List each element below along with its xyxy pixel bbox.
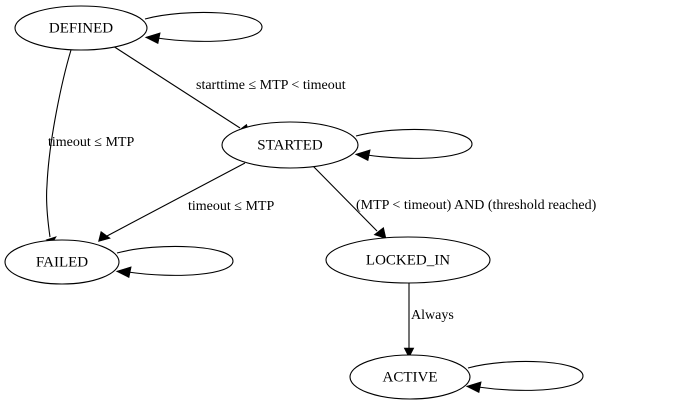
edge-defined-self-path (144, 11, 263, 42)
edge-label-started-failed: timeout ≤ MTP (188, 199, 274, 214)
node-defined[interactable]: DEFINED (14, 5, 148, 51)
edge-label-defined-failed: timeout ≤ MTP (48, 135, 134, 150)
edge-started-failed[interactable] (98, 162, 246, 242)
node-active-ellipse (349, 354, 471, 400)
edge-defined-self[interactable] (144, 11, 263, 45)
edge-lockedin-active-arrowhead (403, 347, 415, 359)
edge-active-self[interactable] (465, 360, 584, 394)
edge-started-failed-path (106, 162, 246, 237)
node-failed-label: FAILED (36, 254, 88, 270)
edge-defined-failed-path (46, 49, 72, 238)
edge-lockedin-active[interactable] (403, 283, 415, 359)
edge-active-self-path (467, 360, 584, 391)
node-failed-ellipse (4, 239, 120, 285)
edge-active-self-arrowhead (465, 381, 482, 394)
edge-started-lockedin-arrowhead (373, 226, 387, 239)
edge-started-lockedin[interactable] (311, 164, 387, 239)
node-started-label: STARTED (257, 137, 323, 153)
edge-defined-started-path (112, 45, 241, 129)
node-active[interactable]: ACTIVE (349, 354, 471, 400)
edge-started-self-path (355, 128, 473, 159)
edge-label-started-lockedin: (MTP < timeout) AND (threshold reached) (356, 198, 597, 213)
node-defined-ellipse (14, 5, 148, 51)
node-locked-in[interactable]: LOCKED_IN (325, 236, 491, 284)
edge-started-lockedin-path (311, 164, 378, 232)
node-active-label: ACTIVE (383, 369, 438, 385)
edge-failed-self-path (116, 245, 234, 276)
node-started[interactable]: STARTED (221, 121, 359, 169)
edge-failed-self[interactable] (115, 245, 234, 279)
edge-started-self-arrowhead (354, 149, 371, 162)
edge-label-defined-started: starttime ≤ MTP < timeout (196, 78, 346, 93)
edge-failed-self-arrowhead (115, 266, 132, 279)
edge-label-lockedin-active: Always (411, 308, 454, 323)
node-started-ellipse (221, 121, 359, 169)
edge-defined-self-arrowhead (144, 32, 161, 45)
node-locked-in-ellipse (325, 236, 491, 284)
node-defined-label: DEFINED (49, 20, 113, 36)
edge-started-failed-arrowhead (98, 230, 111, 242)
node-locked-in-label: LOCKED_IN (366, 252, 450, 268)
node-failed[interactable]: FAILED (4, 239, 120, 285)
edge-started-self[interactable] (354, 128, 473, 162)
